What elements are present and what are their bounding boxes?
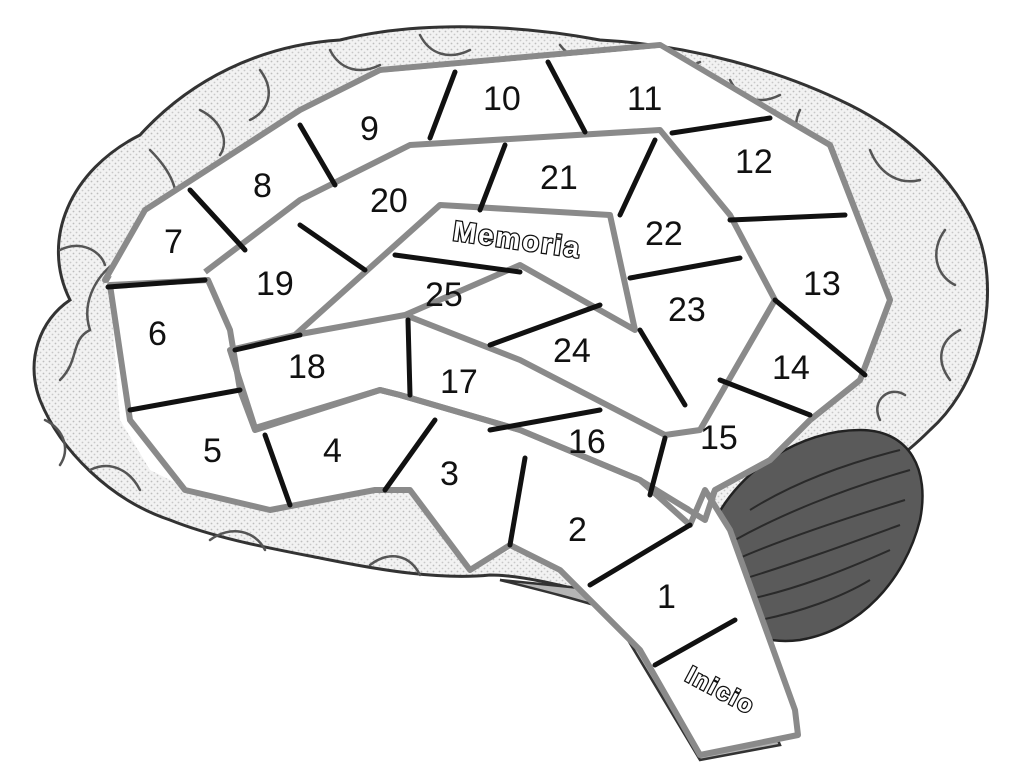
square-label-17[interactable]: 17 [440,363,478,401]
square-label-15[interactable]: 15 [700,419,738,457]
square-label-3[interactable]: 3 [440,455,459,493]
square-label-5[interactable]: 5 [203,432,222,470]
square-label-14[interactable]: 14 [772,349,810,387]
square-label-21[interactable]: 21 [540,159,578,197]
square-label-2[interactable]: 2 [568,511,587,549]
square-label-18[interactable]: 18 [288,348,326,386]
square-label-24[interactable]: 24 [553,332,591,370]
cerebellum-folia [734,449,911,621]
middle-track [203,127,893,523]
square-label-4[interactable]: 4 [323,432,342,470]
square-label-10[interactable]: 10 [483,80,521,118]
square-label-7[interactable]: 7 [164,223,183,261]
square-label-11[interactable]: 11 [627,80,662,118]
square-numbers: 1 2 3 4 5 6 7 8 9 10 11 12 13 14 15 16 1… [148,80,841,616]
square-label-9[interactable]: 9 [360,110,379,148]
square-label-16[interactable]: 16 [568,423,606,461]
square-label-8[interactable]: 8 [253,167,272,205]
square-label-1[interactable]: 1 [657,578,676,616]
square-label-19[interactable]: 19 [256,265,294,303]
square-label-23[interactable]: 23 [668,291,706,329]
square-dividers [105,59,868,668]
square-label-22[interactable]: 22 [645,215,683,253]
square-label-12[interactable]: 12 [735,143,773,181]
square-label-25[interactable]: 25 [425,276,463,314]
square-label-20[interactable]: 20 [370,182,408,220]
square-label-6[interactable]: 6 [148,315,167,353]
square-label-13[interactable]: 13 [803,265,841,303]
